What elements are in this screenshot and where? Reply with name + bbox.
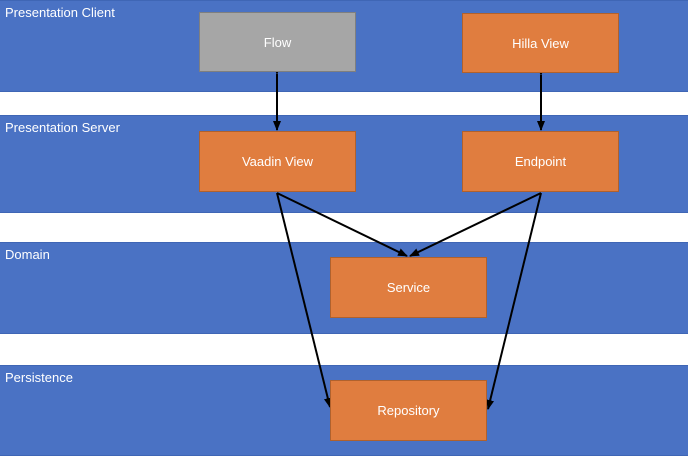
- layer-label-persistence: Persistence: [5, 370, 73, 385]
- layer-label-presentation-client: Presentation Client: [5, 5, 115, 20]
- repository-label: Repository: [377, 403, 440, 418]
- vaadin-view-box: Vaadin View: [199, 131, 356, 192]
- repository-box: Repository: [330, 380, 487, 441]
- vaadin-view-label: Vaadin View: [241, 154, 314, 169]
- endpoint-label: Endpoint: [514, 154, 567, 169]
- layer-label-presentation-server: Presentation Server: [5, 120, 120, 135]
- flow-box: Flow: [199, 12, 356, 72]
- hilla-view-box: Hilla View: [462, 13, 619, 73]
- connector-vaadin-view-repository: [276, 192, 332, 408]
- service-label: Service: [386, 280, 431, 295]
- layer-label-domain: Domain: [5, 247, 50, 262]
- service-box: Service: [330, 257, 487, 318]
- flow-label: Flow: [263, 34, 292, 50]
- endpoint-box: Endpoint: [462, 131, 619, 192]
- connector-vaadin-view-service: [276, 192, 408, 257]
- connector-endpoint-repository: [486, 192, 542, 410]
- connector-endpoint-service: [409, 192, 542, 257]
- hilla-view-label: Hilla View: [512, 35, 569, 51]
